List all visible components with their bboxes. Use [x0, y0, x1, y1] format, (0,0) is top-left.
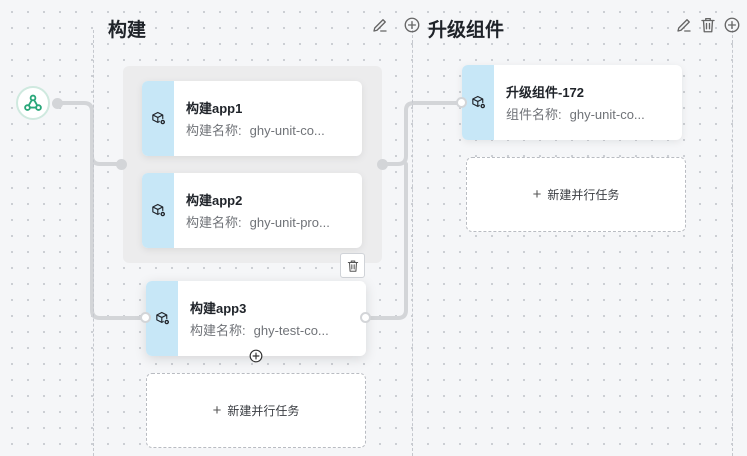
card-subtitle-value: ghy-test-co...	[253, 323, 329, 338]
card-type-strip	[142, 81, 174, 156]
delete-stage-trash-icon[interactable]	[699, 16, 717, 34]
card-input-port[interactable]	[140, 312, 151, 323]
trash-icon	[347, 260, 358, 272]
card-type-strip	[146, 281, 178, 356]
card-subtitle-label: 构建名称:	[190, 323, 246, 338]
card-title: 构建app1	[186, 101, 243, 116]
task-card-build-app2[interactable]: 构建app2 构建名称: ghy-unit-pro...	[142, 173, 362, 248]
card-subtitle: 构建名称: ghy-test-co...	[190, 320, 329, 339]
stage-title-build: 构建	[108, 20, 147, 41]
task-card-build-app3[interactable]: 构建app3 构建名称: ghy-test-co...	[146, 281, 366, 356]
package-icon	[151, 111, 166, 126]
start-output-port[interactable]	[52, 98, 63, 109]
card-subtitle: 构建名称: ghy-unit-co...	[186, 120, 325, 139]
delete-group-button[interactable]	[340, 253, 365, 278]
card-title: 构建app2	[186, 193, 243, 208]
card-title: 构建app3	[190, 301, 247, 316]
new-parallel-task-button[interactable]: + 新建并行任务	[146, 373, 366, 448]
card-subtitle: 构建名称: ghy-unit-pro...	[186, 212, 330, 231]
add-stage-plus-circle-icon[interactable]	[403, 16, 421, 34]
plus-icon: +	[212, 402, 222, 419]
package-icon	[155, 311, 170, 326]
card-subtitle-label: 组件名称:	[506, 107, 562, 122]
package-icon	[151, 203, 166, 218]
edit-icon[interactable]	[675, 16, 693, 34]
group-input-port[interactable]	[116, 159, 127, 170]
plus-icon: +	[532, 186, 542, 203]
card-subtitle: 组件名称: ghy-unit-co...	[506, 104, 645, 123]
card-title: 升级组件-172	[506, 85, 585, 100]
webhook-icon	[24, 94, 42, 111]
new-parallel-task-label: 新建并行任务	[547, 188, 620, 202]
card-subtitle-value: ghy-unit-co...	[249, 123, 325, 138]
card-subtitle-value: ghy-unit-pro...	[249, 215, 330, 230]
card-subtitle-value: ghy-unit-co...	[569, 107, 645, 122]
task-card-upgrade-component-172[interactable]: 升级组件-172 组件名称: ghy-unit-co...	[462, 65, 682, 140]
group-output-port[interactable]	[377, 159, 388, 170]
stage-divider	[412, 30, 413, 456]
pipeline-start-node[interactable]	[16, 86, 50, 120]
edit-icon[interactable]	[371, 16, 389, 34]
card-type-strip	[462, 65, 494, 140]
card-subtitle-label: 构建名称:	[186, 215, 242, 230]
new-parallel-task-button[interactable]: + 新建并行任务	[466, 157, 686, 232]
add-stage-plus-circle-icon[interactable]	[723, 16, 741, 34]
stage-divider	[93, 30, 94, 456]
new-parallel-task-label: 新建并行任务	[227, 404, 300, 418]
package-icon	[471, 95, 486, 110]
card-output-port[interactable]	[360, 312, 371, 323]
card-type-strip	[142, 173, 174, 248]
card-subtitle-label: 构建名称:	[186, 123, 242, 138]
stage-title-upgrade-component: 升级组件	[428, 20, 505, 41]
add-serial-task-plus-circle-icon[interactable]	[249, 349, 263, 363]
task-card-build-app1[interactable]: 构建app1 构建名称: ghy-unit-co...	[142, 81, 362, 156]
card-input-port[interactable]	[456, 97, 467, 108]
stage-divider	[732, 30, 733, 456]
